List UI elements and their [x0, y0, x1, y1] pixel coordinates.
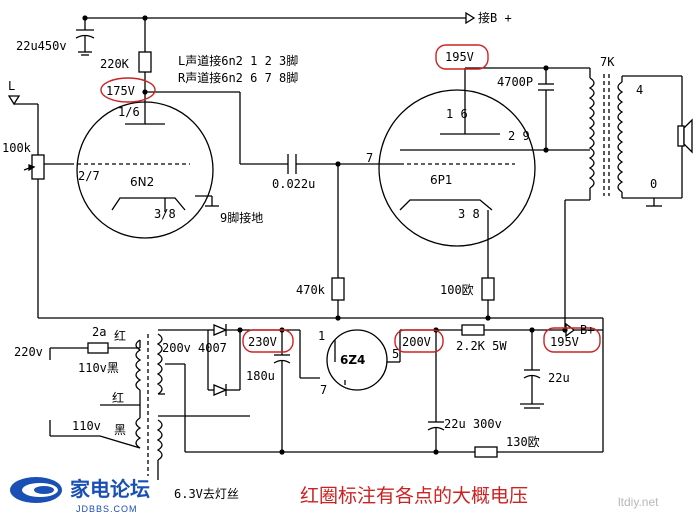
- p1-29-label: 2 9: [508, 129, 530, 143]
- r-2k2-label: 2.2K 5W: [456, 339, 507, 353]
- rect-pin7-label: 7: [320, 383, 327, 397]
- highlight-195v-top: [435, 44, 489, 70]
- cap-22u300v-label: 22u 300v: [444, 417, 502, 431]
- b-plus-top-label: 接B +: [478, 10, 512, 25]
- pin-4-label: 4: [636, 83, 643, 97]
- v-175-label: 175V: [106, 84, 135, 98]
- p1-38-label: 3 8: [458, 207, 480, 221]
- cap-22u450v-label: 22u450v: [16, 39, 67, 53]
- pin9-ground-label: 9脚接地: [220, 210, 263, 225]
- v-200-label: 200V: [402, 335, 431, 349]
- note-l-label: L声道接6n2 1 2 3脚: [178, 53, 298, 68]
- logo-cn-text: 家电论坛: [70, 477, 150, 501]
- b-plus-bottom-label: B+: [580, 323, 594, 337]
- cap-0022u-label: 0.022u: [272, 177, 315, 191]
- tube-6n2-label: 6N2: [130, 175, 154, 189]
- pin-0-label: 0: [650, 177, 657, 191]
- note-r-label: R声道接6n2 6 7 8脚: [178, 70, 298, 85]
- input-l-label: L: [8, 79, 15, 93]
- highlight-195v-bottom: [543, 327, 601, 353]
- highlight-230v: [242, 329, 294, 353]
- fuse-2a-label: 2a: [92, 325, 106, 339]
- r-220k-label: 220K: [100, 57, 130, 71]
- highlight-175v: [100, 77, 156, 103]
- ac-110v-black-label: 110v黑: [78, 361, 119, 375]
- site-logo: 家电论坛 JDBBS.COM: [10, 477, 150, 514]
- pin-3-8-label: 3/8: [154, 207, 176, 221]
- diode-4007-label: 4007: [198, 341, 227, 355]
- highlight-200v: [394, 329, 444, 353]
- v-195-bottom-label: 195V: [550, 335, 579, 349]
- watermark-text: ltdiy.net: [618, 495, 659, 509]
- r-100ohm-label: 100欧: [440, 283, 474, 297]
- cap-180u-label: 180u: [246, 369, 275, 383]
- heater-label: 6.3V去灯丝: [174, 487, 239, 501]
- rect-pin1-label: 1: [318, 329, 325, 343]
- voltage-highlights: [100, 44, 601, 353]
- tube-6z4-label: 6Z4: [340, 353, 365, 367]
- wire-black-label: 黑: [114, 423, 126, 437]
- v-195-top-label: 195V: [445, 50, 474, 64]
- r-130ohm-label: 130欧: [506, 435, 540, 449]
- pin-7-label: 7: [366, 151, 373, 165]
- caption-text: 红圈标注有各点的大概电压: [300, 485, 528, 507]
- cap-22u-label: 22u: [548, 371, 570, 385]
- wire-red-2-label: 红: [112, 390, 124, 405]
- logo-en-text: JDBBS.COM: [76, 504, 138, 514]
- wires: [7, 11, 693, 480]
- p1-16-label: 1 6: [446, 107, 468, 121]
- pin-1-6-label: 1/6: [118, 105, 140, 119]
- ac-220v-label: 220v: [14, 345, 43, 359]
- tube-6p1-label: 6P1: [430, 173, 453, 187]
- wire-red-1-label: 红: [114, 328, 126, 343]
- pin-2-7-label: 2/7: [78, 169, 100, 183]
- trans-7k-label: 7K: [600, 55, 615, 69]
- ac-110v-label: 110v: [72, 419, 101, 433]
- cap-4700p-label: 4700P: [497, 75, 533, 89]
- sec-200v-label: 200v: [162, 341, 191, 355]
- junction-dots: [82, 15, 568, 455]
- v-230-label: 230V: [248, 335, 277, 349]
- r-470k-label: 470k: [296, 283, 326, 297]
- pot-100k-label: 100k: [2, 141, 32, 155]
- rect-pin5-label: 5: [392, 347, 399, 361]
